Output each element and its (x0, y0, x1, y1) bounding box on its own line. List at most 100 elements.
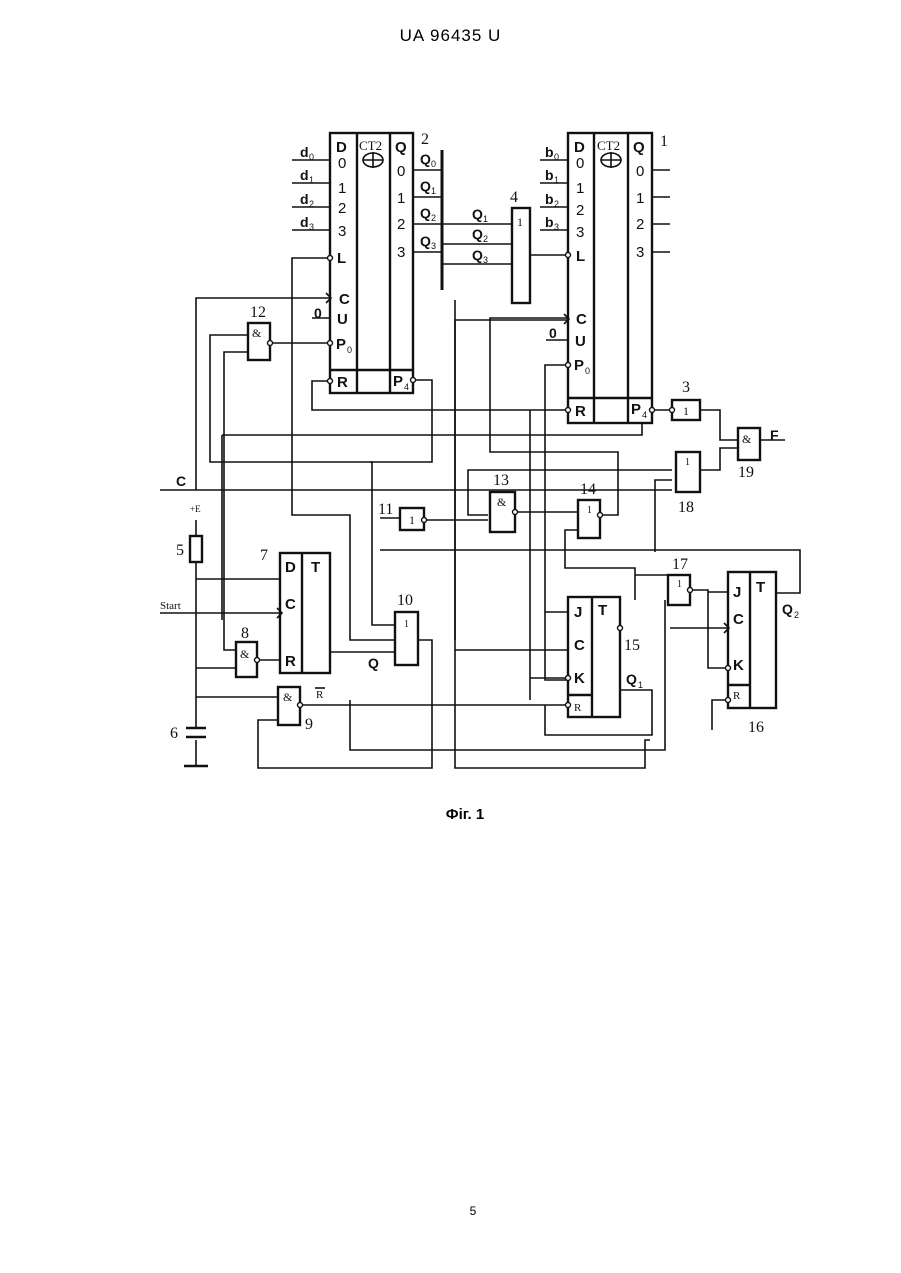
svg-text:3: 3 (431, 241, 436, 251)
svg-text:R: R (285, 653, 296, 670)
svg-text:3: 3 (483, 255, 488, 265)
gate-19: & 19 (738, 428, 760, 481)
flipflop-7: D C R T 7 (260, 547, 330, 673)
counter-1-title: CT2 (597, 138, 620, 153)
svg-text:&: & (742, 432, 752, 446)
label-q0-left: Q0 (420, 151, 436, 169)
resistor-5-number: 5 (176, 542, 184, 559)
gate-11-number: 11 (378, 501, 393, 518)
counter-2-out-0: 0 (397, 163, 405, 180)
svg-text:1: 1 (638, 680, 643, 690)
signal-labels: d0 d1 d2 d3 b0 b1 b2 b3 Q0 Q1 Q2 Q3 Q1 Q… (160, 144, 799, 701)
svg-text:Q: Q (420, 205, 431, 221)
svg-text:0: 0 (431, 159, 436, 169)
label-q1-left: Q1 (420, 178, 436, 196)
svg-text:&: & (283, 690, 293, 704)
counter-1-pin-D: D (574, 139, 585, 156)
counter-1-number: 1 (660, 133, 668, 150)
label-d0: d0 (300, 144, 314, 162)
label-q-out: Q (368, 655, 379, 671)
gate-18-number: 18 (678, 499, 694, 516)
svg-text:1: 1 (517, 215, 523, 229)
label-u-const-left: 0 (314, 305, 322, 321)
counter-2-updown-arrow-icon (363, 152, 383, 168)
counter-1-out-1: 1 (636, 190, 644, 207)
svg-text:3: 3 (309, 222, 314, 232)
counter-1-pin-P0: P (574, 357, 584, 374)
svg-text:d: d (300, 167, 309, 183)
counter-1: D 0 1 2 3 L C U P 0 R CT2 Q 0 1 2 3 P 4 … (564, 133, 668, 423)
svg-text:Q: Q (626, 671, 637, 687)
svg-text:1: 1 (587, 505, 592, 516)
label-d2: d2 (300, 191, 314, 209)
label-b2: b2 (545, 191, 559, 209)
svg-text:1: 1 (685, 457, 690, 468)
flipflop-15-number: 15 (624, 637, 640, 654)
svg-text:T: T (598, 602, 607, 619)
counter-1-pin-0: 0 (576, 155, 584, 172)
svg-text:1: 1 (409, 513, 415, 527)
gate-14-number: 14 (580, 481, 596, 498)
capacitor-6: 6 (170, 725, 206, 742)
gate-18: 1 18 (676, 452, 700, 516)
label-q1-bus: Q1 (472, 206, 488, 224)
gate-10-number: 10 (397, 592, 413, 609)
svg-text:Q: Q (782, 601, 793, 617)
label-clock-c: C (176, 473, 186, 489)
counter-2-out-1: 1 (397, 190, 405, 207)
label-plus-e: +E (190, 504, 201, 514)
gate-11: 1 11 (378, 501, 427, 530)
counter-1-pin-C: C (576, 311, 587, 328)
counter-2-pin-C: C (339, 291, 350, 308)
counter-1-out-2: 2 (636, 216, 644, 233)
figure-caption: Фіг. 1 (0, 806, 901, 823)
label-q3-bus: Q3 (472, 247, 488, 265)
svg-text:1: 1 (404, 619, 409, 630)
label-output-f: F (770, 427, 779, 443)
label-q1-out: Q1 (626, 671, 643, 690)
label-start: Start (160, 600, 181, 612)
svg-text:&: & (252, 326, 262, 340)
svg-text:2: 2 (309, 199, 314, 209)
svg-text:T: T (756, 579, 765, 596)
label-b3: b3 (545, 214, 559, 232)
svg-text:R: R (574, 702, 582, 714)
svg-text:C: C (733, 611, 744, 628)
label-r-bar: R (315, 688, 325, 701)
counter-2-pin-P0-sub: 0 (347, 345, 352, 355)
gate-4-number: 4 (510, 189, 518, 206)
svg-text:Q: Q (420, 233, 431, 249)
counter-2-number: 2 (421, 131, 429, 148)
svg-text:0: 0 (554, 152, 559, 162)
label-u-const-right: 0 (549, 325, 557, 341)
gate-19-number: 19 (738, 464, 754, 481)
svg-text:T: T (311, 559, 320, 576)
counter-1-pin-L: L (576, 248, 585, 265)
svg-text:C: C (285, 596, 296, 613)
counter-1-pin-P0-sub: 0 (585, 366, 590, 376)
counter-2-pin-3: 3 (338, 223, 346, 240)
flipflop-7-number: 7 (260, 547, 268, 564)
svg-text:2: 2 (554, 199, 559, 209)
svg-text:1: 1 (677, 579, 682, 590)
svg-text:R: R (316, 689, 324, 701)
label-b1: b1 (545, 167, 559, 185)
svg-text:Q: Q (420, 178, 431, 194)
svg-text:d: d (300, 214, 309, 230)
gate-8-number: 8 (241, 625, 249, 642)
counter-2-pin-U: U (337, 311, 348, 328)
gate-3-number: 3 (682, 379, 690, 396)
counter-1-out-3: 3 (636, 244, 644, 261)
flipflop-15: J C K R T 15 (566, 597, 641, 717)
counter-2-pin-L: L (337, 250, 346, 267)
gate-13-number: 13 (493, 472, 509, 489)
counter-2-pin-1: 1 (338, 180, 346, 197)
counter-2-pin-D: D (336, 139, 347, 156)
svg-text:Q: Q (472, 247, 483, 263)
flipflop-16-number: 16 (748, 719, 764, 736)
svg-text:J: J (574, 604, 582, 621)
counter-1-out-P4: P (631, 401, 641, 418)
counter-1-out-Q: Q (633, 139, 645, 156)
gate-13: & 13 (490, 472, 518, 532)
counter-2-pin-2: 2 (338, 200, 346, 217)
